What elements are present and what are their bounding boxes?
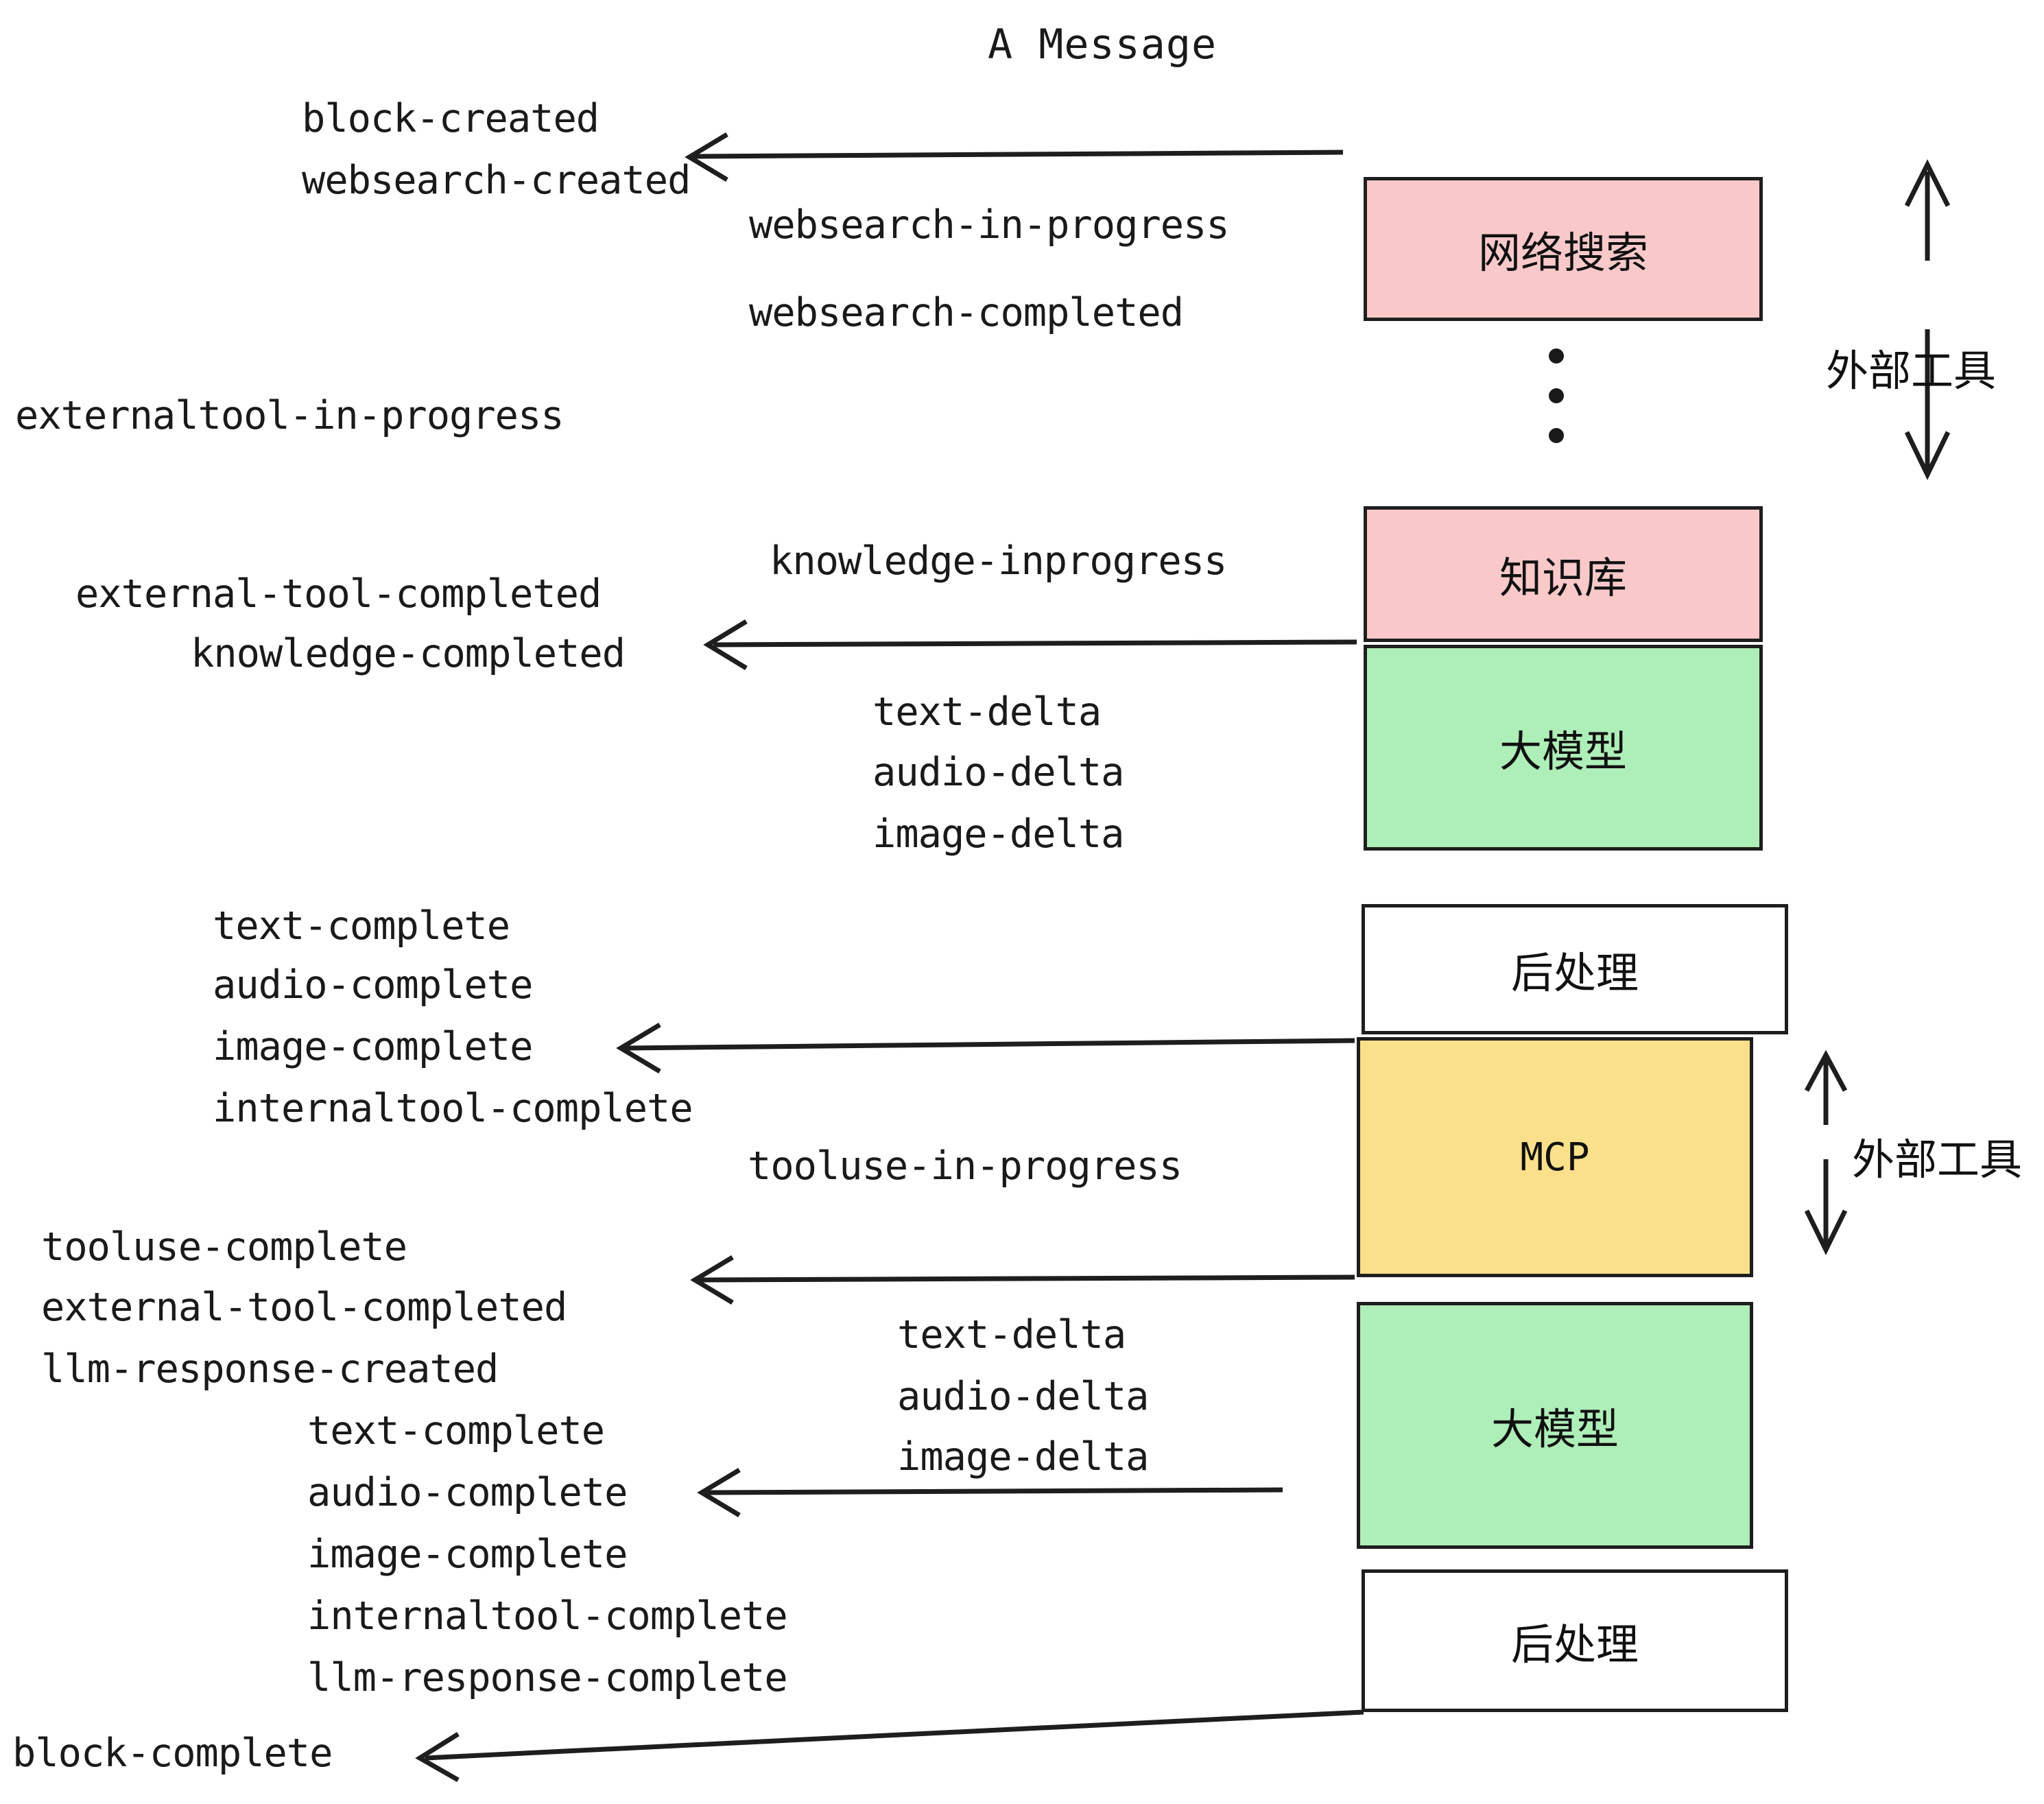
event-externaltool-in-progress: externaltool-in-progress <box>15 393 565 438</box>
event-websearch-in-progress: websearch-in-progress <box>749 202 1230 248</box>
event-websearch-created: websearch-created <box>302 158 691 203</box>
box-llm-bottom-label: 大模型 <box>1490 1406 1619 1453</box>
event-text-delta-1: text-delta <box>872 689 1102 735</box>
box-websearch[interactable]: 网络搜索 <box>1364 177 1763 321</box>
box-mcp[interactable]: MCP <box>1357 1037 1753 1277</box>
external-tool-label-bottom: 外部工具 <box>1852 1137 2023 1184</box>
arrow-knowledge-to-completed <box>703 619 1357 670</box>
box-postprocess-top[interactable]: 后处理 <box>1362 904 1788 1034</box>
box-knowledge[interactable]: 知识库 <box>1364 506 1763 642</box>
box-llm-top[interactable]: 大模型 <box>1364 645 1763 851</box>
box-postprocess-bottom[interactable]: 后处理 <box>1362 1569 1788 1712</box>
event-audio-complete-2: audio-complete <box>307 1470 628 1515</box>
event-knowledge-inprogress: knowledge-inprogress <box>770 538 1227 584</box>
arrow-postprocess-to-block-complete <box>415 1709 1364 1783</box>
event-block-complete: block-complete <box>12 1731 333 1776</box>
event-audio-complete-1: audio-complete <box>213 962 533 1008</box>
arrow-websearch-to-block-created <box>685 132 1344 182</box>
event-image-delta-1: image-delta <box>872 811 1124 857</box>
event-llm-response-complete: llm-response-complete <box>307 1655 788 1700</box>
ellipsis-dot-2 <box>1549 388 1564 403</box>
event-block-created: block-created <box>302 96 599 141</box>
box-mcp-label: MCP <box>1520 1135 1590 1180</box>
event-internaltool-complete-2: internaltool-complete <box>307 1593 788 1639</box>
event-external-tool-completed-1: external-tool-completed <box>75 571 602 617</box>
event-tooluse-complete: tooluse-complete <box>41 1224 407 1270</box>
external-tool-label-top: 外部工具 <box>1826 348 1997 395</box>
box-llm-top-label: 大模型 <box>1499 728 1627 776</box>
box-knowledge-label: 知识库 <box>1499 555 1627 602</box>
page-title: A Message <box>988 21 1217 69</box>
event-internaltool-complete-1: internaltool-complete <box>213 1086 693 1131</box>
external-tool-range-arrow-bottom <box>1804 1049 1848 1255</box>
event-text-complete-1: text-complete <box>213 903 510 949</box>
event-llm-response-created: llm-response-created <box>41 1346 499 1392</box>
box-llm-bottom[interactable]: 大模型 <box>1357 1302 1753 1549</box>
event-websearch-completed: websearch-completed <box>749 290 1184 335</box>
box-postprocess-bottom-label: 后处理 <box>1510 1622 1639 1669</box>
ellipsis-dot-1 <box>1549 348 1564 364</box>
event-image-complete-1: image-complete <box>213 1024 533 1069</box>
external-tool-range-arrow-top <box>1904 159 1951 481</box>
event-audio-delta-1: audio-delta <box>872 750 1124 795</box>
ellipsis-dot-3 <box>1549 428 1564 443</box>
arrow-mcp-to-image-complete <box>616 1022 1355 1074</box>
box-postprocess-top-label: 后处理 <box>1510 950 1639 997</box>
event-external-tool-completed-2: external-tool-completed <box>41 1285 567 1330</box>
arrow-mcp-to-tooluse-complete <box>690 1255 1355 1305</box>
event-knowledge-completed: knowledge-completed <box>191 631 626 676</box>
event-image-complete-2: image-complete <box>307 1532 628 1577</box>
box-websearch-label: 网络搜索 <box>1477 230 1648 277</box>
event-tooluse-in-progress: tooluse-in-progress <box>748 1143 1183 1189</box>
event-audio-delta-2: audio-delta <box>897 1374 1149 1419</box>
event-text-complete-2: text-complete <box>307 1408 605 1453</box>
event-image-delta-2: image-delta <box>897 1434 1149 1480</box>
event-text-delta-2: text-delta <box>897 1312 1126 1357</box>
